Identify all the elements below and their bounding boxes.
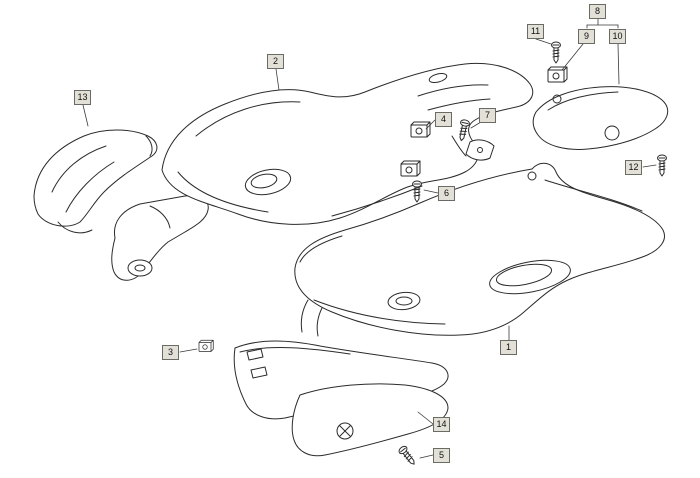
clip-3-icon bbox=[198, 339, 214, 352]
rear-panel-part-10 bbox=[532, 86, 669, 150]
callout-8-bracket bbox=[586, 18, 619, 29]
clip-nut-6-icon bbox=[400, 160, 421, 177]
callout-10[interactable]: 10 bbox=[609, 29, 626, 44]
callout-9[interactable]: 9 bbox=[578, 29, 595, 44]
callout-3[interactable]: 3 bbox=[162, 345, 179, 360]
callout-7[interactable]: 7 bbox=[479, 108, 496, 123]
screw-11-icon bbox=[551, 41, 561, 64]
small-bracket-part-7-target bbox=[451, 135, 495, 161]
screw-5-icon bbox=[397, 444, 419, 468]
front-cowl-part-13 bbox=[33, 129, 158, 234]
leader-lines bbox=[82, 38, 657, 459]
callout-13[interactable]: 13 bbox=[74, 90, 91, 105]
lower-bracket-arm bbox=[111, 195, 209, 281]
clip-nut-4-icon bbox=[410, 121, 431, 138]
callout-12[interactable]: 12 bbox=[625, 160, 642, 175]
lower-trim-part-14 bbox=[233, 299, 449, 457]
callout-14[interactable]: 14 bbox=[433, 417, 450, 432]
side-fairing-part-2 bbox=[161, 62, 534, 225]
screw-12-icon bbox=[657, 154, 667, 177]
callout-8[interactable]: 8 bbox=[589, 4, 606, 19]
callout-2[interactable]: 2 bbox=[267, 54, 284, 69]
callout-6[interactable]: 6 bbox=[438, 186, 455, 201]
callout-11[interactable]: 11 bbox=[527, 24, 544, 39]
callout-5[interactable]: 5 bbox=[433, 448, 450, 463]
clip-nut-9-icon bbox=[547, 66, 568, 83]
cross-bolt-icon bbox=[336, 422, 354, 440]
callout-4[interactable]: 4 bbox=[435, 112, 452, 127]
side-panel-part-1 bbox=[294, 162, 665, 336]
screw-6-icon bbox=[412, 180, 422, 203]
callout-1[interactable]: 1 bbox=[500, 340, 517, 355]
